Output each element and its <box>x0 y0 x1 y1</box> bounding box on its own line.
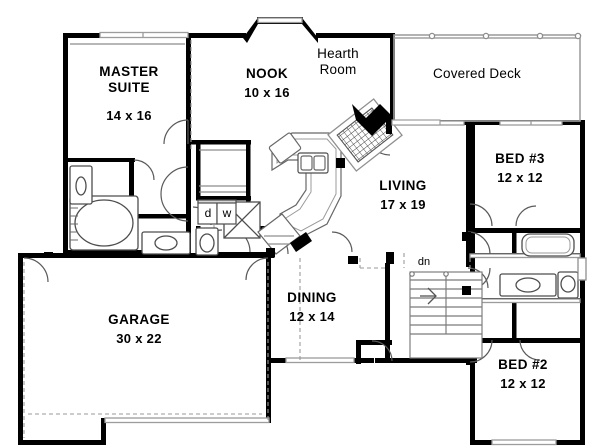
room-dim-master-suite: 14 x 16 <box>106 108 152 123</box>
dryer-label: d <box>204 206 212 220</box>
room-dim-living: 17 x 19 <box>380 197 426 212</box>
room-label-bed-2: BED #2 <box>498 357 548 372</box>
washer-label: w <box>222 206 232 220</box>
room-dim-nook: 10 x 16 <box>244 85 290 100</box>
room-dim-dining: 12 x 14 <box>289 309 335 324</box>
room-label-covered-deck: Covered Deck <box>433 66 521 81</box>
room-label-living: LIVING <box>379 178 427 193</box>
room-label-dining: DINING <box>287 290 337 305</box>
room-dim-bed-2: 12 x 12 <box>500 376 546 391</box>
room-dim-bed-3: 12 x 12 <box>497 170 543 185</box>
closet-shelf-group <box>70 43 246 193</box>
kitchen-post <box>290 158 345 252</box>
room-label-master-suite: MASTER SUITE <box>99 64 159 95</box>
deck-railing <box>428 32 582 40</box>
laundry-appliances <box>197 199 237 225</box>
hall-bath-fixtures <box>499 233 587 299</box>
fireplace <box>327 98 403 172</box>
room-dim-garage: 30 x 22 <box>116 331 162 346</box>
room-label-nook: NOOK <box>245 66 289 81</box>
kitchen-counters <box>257 132 342 255</box>
room-label-bed-3: BED #3 <box>495 151 545 166</box>
stair-direction-label: dn <box>417 256 431 268</box>
room-label-hearth-room: Hearth Room <box>317 46 359 77</box>
staircase <box>409 271 483 359</box>
structural-marks <box>44 232 471 295</box>
master-bath-fixtures <box>69 165 261 256</box>
hearth-window <box>391 119 441 126</box>
room-label-garage: GARAGE <box>108 312 170 327</box>
